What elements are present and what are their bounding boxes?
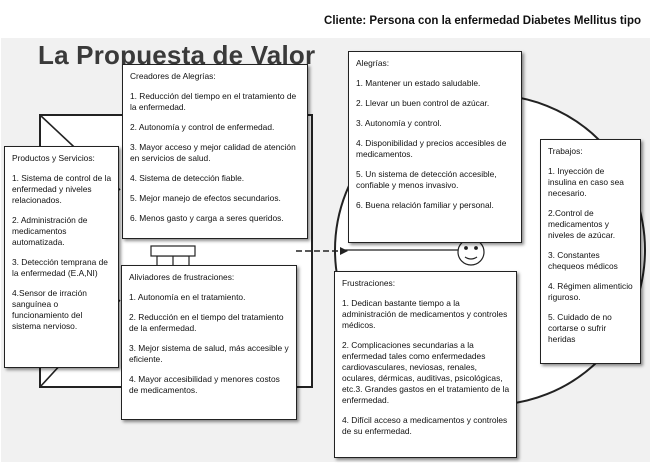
customer-job-item: 5. Cuidado de no cortarse o sufrir herid… — [548, 312, 612, 344]
gain-creator-item: 5. Mejor manejo de efectos secundarios. — [130, 193, 281, 203]
gain-creator-item: 1. Reducción del tiempo en el tratamient… — [130, 91, 297, 112]
gain-creator-item: 4. Sistema de detección fiable. — [130, 173, 245, 183]
gain-item: 4. Disponibilidad y precios accesibles d… — [356, 138, 507, 159]
product-item: 1. Sistema de control de la enfermedad y… — [12, 173, 112, 205]
products-services-box: Productos y Servicios: 1. Sistema de con… — [4, 146, 119, 368]
product-item: 2. Administración de medicamentos automa… — [12, 215, 88, 247]
gain-creators-heading: Creadores de Alegrías: — [130, 71, 216, 81]
pain-item: 1. Dedican bastante tiempo a la administ… — [342, 298, 508, 330]
pains-heading: Frustraciones: — [342, 278, 396, 288]
fit-arrowhead — [340, 247, 348, 255]
gain-creator-item: 2. Autonomía y control de enfermedad. — [130, 122, 275, 132]
customer-job-item: 3. Constantes chequeos médicos — [548, 250, 618, 271]
gain-creators-box: Creadores de Alegrías: 1. Reducción del … — [122, 64, 308, 239]
product-item: 3. Detección temprana de la enfermedad (… — [12, 257, 108, 278]
client-label: Cliente: Persona con la enfermedad Diabe… — [324, 15, 641, 27]
pain-reliever-item: 2. Reducción en el tiempo del tratamient… — [129, 312, 284, 333]
product-item: 4.Sensor de irración sanguínea o funcion… — [12, 288, 87, 331]
gain-creator-item: 3. Mayor acceso y mejor calidad de atenc… — [130, 142, 296, 163]
customer-job-item: 2.Control de medicamentos y niveles de a… — [548, 208, 616, 240]
gain-creator-item: 6. Menos gasto y carga a seres queridos. — [130, 213, 284, 223]
products-services-heading: Productos y Servicios: — [12, 153, 95, 163]
customer-jobs-heading: Trabajos: — [548, 146, 583, 156]
pain-reliever-item: 4. Mayor accesibilidad y menores costos … — [129, 374, 280, 395]
pain-item: 4. Difícil acceso a medicamentos y contr… — [342, 415, 508, 436]
pains-box: Frustraciones: 1. Dedican bastante tiemp… — [334, 271, 517, 458]
gain-item: 2. Llevar un buen control de azúcar. — [356, 98, 490, 108]
gains-heading: Alegrías: — [356, 58, 390, 68]
gains-box: Alegrías: 1. Mantener un estado saludabl… — [348, 51, 522, 243]
gain-item: 5. Un sistema de detección accesible, co… — [356, 169, 497, 190]
pain-reliever-item: 1. Autonomía en el tratamiento. — [129, 292, 246, 302]
gain-item: 6. Buena relación familiar y personal. — [356, 200, 494, 210]
pain-relievers-box: Aliviadores de frustraciones: 1. Autonom… — [121, 265, 297, 420]
pain-item: 2. Complicaciones secundarias a la enfer… — [342, 340, 510, 405]
gain-item: 1. Mantener un estado saludable. — [356, 78, 481, 88]
pain-reliever-item: 3. Mejor sistema de salud, más accesible… — [129, 343, 289, 364]
customer-jobs-box: Trabajos: 1. Inyección de insulina en ca… — [540, 139, 641, 364]
customer-job-item: 4. Régimen alimenticio riguroso. — [548, 281, 633, 302]
customer-job-item: 1. Inyección de insulina en caso sea nec… — [548, 166, 624, 198]
pain-relievers-heading: Aliviadores de frustraciones: — [129, 272, 235, 282]
gain-item: 3. Autonomía y control. — [356, 118, 442, 128]
